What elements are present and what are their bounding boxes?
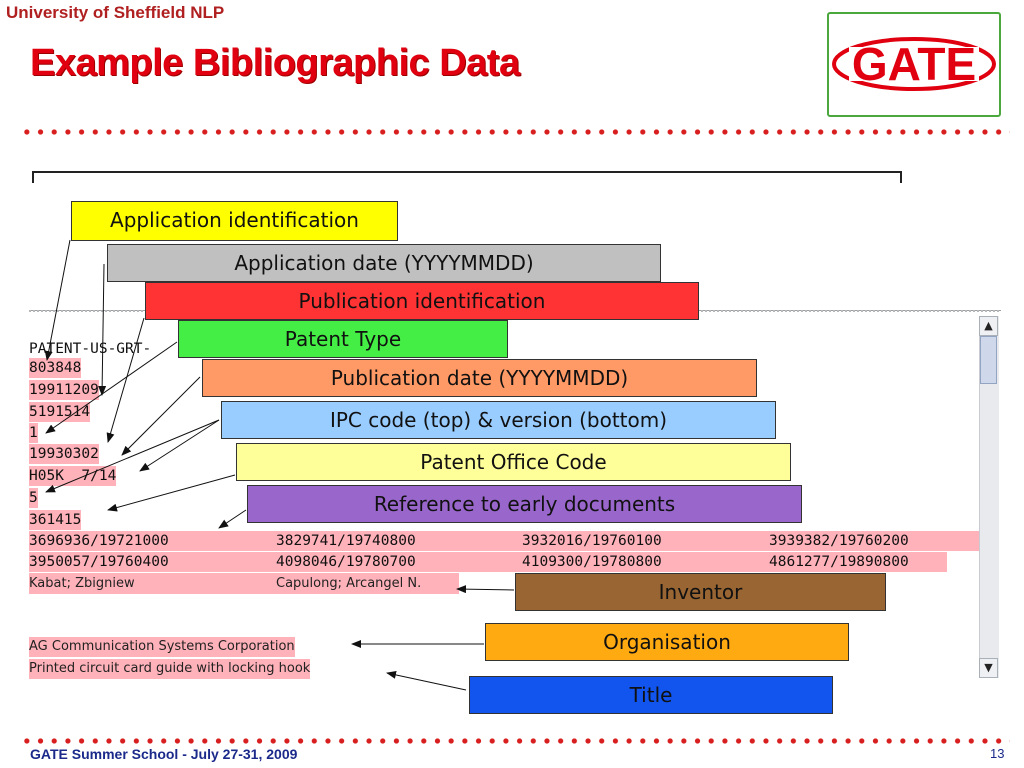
field-publication-date: 19930302 — [29, 444, 99, 464]
record-first-line: PATENT-US-GRT- — [29, 341, 152, 357]
reference-cell: 3932016/19760100 — [522, 533, 662, 549]
top-divider — [20, 128, 1010, 136]
reference-cell: 3950057/19760400 — [29, 554, 169, 570]
field-ipc-code: H05K 7/14 — [29, 466, 117, 486]
arrow-references — [218, 509, 247, 529]
arrow-application-date — [98, 263, 107, 396]
label-inventor: Inventor — [515, 573, 886, 611]
field-application-id: 803848 — [29, 358, 82, 378]
field-application-date: 19911209 — [29, 380, 99, 400]
scroll-up-arrow-icon[interactable]: ▲ — [979, 316, 998, 336]
reference-cell: 4109300/19780800 — [522, 554, 662, 570]
organisation-value: AG Communication Systems Corporation — [29, 637, 295, 657]
reference-cell: 4098046/19780700 — [276, 554, 416, 570]
label-reference-early-documents: Reference to early documents — [247, 485, 802, 523]
inventor-name: Kabat; Zbigniew — [29, 576, 135, 591]
arrow-publication-date — [121, 376, 201, 456]
vertical-scrollbar[interactable] — [979, 316, 999, 678]
gate-logo: GATE — [827, 12, 1001, 117]
label-publication-identification: Publication identification — [145, 282, 699, 320]
label-title: Title — [469, 676, 833, 714]
page-number: 13 — [990, 746, 1005, 761]
organisation-header: University of Sheffield NLP — [6, 3, 225, 22]
scroll-down-arrow-icon[interactable]: ▼ — [979, 658, 998, 678]
bracket-line — [32, 171, 902, 183]
arrow-ipc-version — [45, 419, 220, 493]
field-publication-id: 5191514 — [29, 402, 91, 422]
label-organisation: Organisation — [485, 623, 849, 661]
field-patent-type: 1 — [29, 423, 38, 443]
arrow-inventor — [456, 585, 515, 594]
arrow-title — [386, 670, 467, 691]
reference-cell: 3829741/19740800 — [276, 533, 416, 549]
arrow-patent-type — [45, 341, 178, 434]
reference-cell: 3696936/19721000 — [29, 533, 169, 549]
label-application-identification: Application identification — [71, 201, 398, 241]
gate-logo-icon: GATE — [832, 37, 996, 91]
label-publication-date: Publication date (YYYYMMDD) — [202, 359, 757, 397]
arrow-publication-id — [106, 317, 145, 443]
arrow-ipc-code — [139, 419, 220, 472]
logo-text: GATE — [852, 38, 976, 90]
footer-event: GATE Summer School - July 27-31, 2009 — [30, 746, 298, 762]
reference-row — [29, 552, 947, 572]
label-application-date: Application date (YYYYMMDD) — [107, 244, 661, 282]
arrow-patent-office-code — [107, 474, 236, 512]
label-patent-office-code: Patent Office Code — [236, 443, 791, 481]
scrollbar-thumb[interactable] — [980, 336, 997, 384]
inventor-name: Capulong; Arcangel N. — [276, 576, 422, 591]
arrow-application-id — [44, 239, 71, 361]
reference-cell: 4861277/19890800 — [769, 554, 909, 570]
reference-cell: 3939382/19760200 — [769, 533, 909, 549]
field-ipc-version: 5 — [29, 488, 38, 508]
slide-title: Example Bibliographic Data — [30, 42, 520, 84]
label-ipc-code: IPC code (top) & version (bottom) — [221, 401, 776, 439]
inventor-row — [29, 573, 459, 594]
reference-row — [29, 531, 979, 551]
label-patent-type: Patent Type — [178, 320, 508, 358]
title-value: Printed circuit card guide with locking … — [29, 659, 311, 679]
field-patent-office-code: 361415 — [29, 510, 82, 530]
bottom-divider — [20, 737, 1010, 745]
